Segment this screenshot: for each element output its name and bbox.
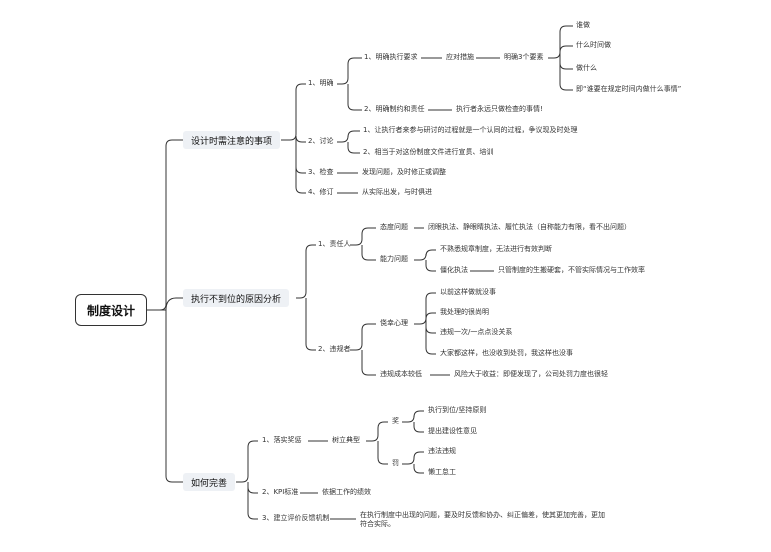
node-ability-rigid-detail[interactable]: 只管制度的生搬硬套，不管实际情况与工作效率 [498,266,645,274]
node-luck-2[interactable]: 我处理的很尚明 [440,308,489,316]
node-attitude-detail[interactable]: 闭眼执法、静眼睛执法、履忙执法（自称能力有限，看不出问题） [428,223,631,231]
node-revision-note[interactable]: 从实际出发，与时俱进 [362,188,432,196]
node-element-summary[interactable]: 即“谁要在规定时间内做什么事情” [576,85,682,93]
node-revision[interactable]: 4、修订 [308,188,334,196]
node-luck-3[interactable]: 违规一次/一点点没关系 [440,328,513,336]
node-violator[interactable]: 2、违规者 [318,345,351,353]
branch-cause-analysis[interactable]: 执行不到位的原因分析 [183,289,290,307]
node-feedback-mechanism[interactable]: 3、建立评价反馈机制 [262,514,330,522]
node-exec-requirement[interactable]: 1、明确执行要求 [364,53,418,61]
node-kpi[interactable]: 2、KPI标准 [262,488,299,496]
node-three-elements[interactable]: 明确3个要素 [504,53,544,61]
node-responsible-person[interactable]: 1、责任人 [318,240,351,248]
node-discussion[interactable]: 2、讨论 [308,137,334,145]
node-reward-1[interactable]: 执行到位/坚持原则 [428,406,487,414]
node-low-cost-detail[interactable]: 风险大于收益：即便发现了，公司处罚力度也很轻 [454,370,608,378]
node-inspection[interactable]: 3、检查 [308,168,334,176]
node-inspection-note[interactable]: 发现问题，及时修正或调整 [362,168,446,176]
node-luck-1[interactable]: 以前这样做就没事 [440,288,496,296]
root-node[interactable]: 制度设计 [75,294,147,326]
node-luck-4[interactable]: 大家都这样，也没收到处罚，我这样也没事 [440,349,573,357]
node-element-who[interactable]: 谁做 [576,21,590,29]
node-ability-unfamiliar[interactable]: 不熟悉规章制度，无法进行有效判断 [440,245,552,253]
node-element-what[interactable]: 做什么 [576,64,597,72]
node-restriction-note[interactable]: 执行者永远只做检查的事情! [456,105,543,113]
branch-improvement[interactable]: 如何完善 [183,473,236,491]
node-feedback-detail[interactable]: 在执行制度中出现的问题，要及时反馈和协办、纠正偏差，使其更加完善，更加符合实际。 [360,511,605,528]
node-ability-problem[interactable]: 能力问题 [380,255,408,263]
node-reward-punish[interactable]: 1、落实奖惩 [262,436,302,444]
node-reward[interactable]: 奖 [392,417,399,425]
node-kpi-detail[interactable]: 依据工作的绩效 [322,488,371,496]
node-discussion-1[interactable]: 1、让执行者来参与研讨的过程就是一个认同的过程，争议现及时处理 [363,126,578,134]
node-restriction-duty[interactable]: 2、明确制约和责任 [364,105,425,113]
node-luck-mentality[interactable]: 侥幸心理 [380,319,408,327]
node-attitude-problem[interactable]: 态度问题 [380,223,408,231]
node-element-when[interactable]: 什么时间做 [576,41,611,49]
node-ming[interactable]: 1、明确 [308,79,334,87]
node-punish-2[interactable]: 懒工怠工 [428,468,456,476]
node-set-example[interactable]: 树立典型 [332,436,360,444]
node-reward-2[interactable]: 提出建设性意见 [428,427,477,435]
node-low-cost[interactable]: 违规成本较低 [380,370,422,378]
node-discussion-2[interactable]: 2、相当于对这份制度文件进行宣贯、培训 [363,148,494,156]
node-punish[interactable]: 罚 [392,459,399,467]
node-punish-1[interactable]: 违法违规 [428,447,456,455]
branch-design-notes[interactable]: 设计时需注意的事项 [183,131,281,149]
node-response-measure[interactable]: 应对措施 [446,53,474,61]
node-ability-rigid[interactable]: 僵化执法 [440,266,468,274]
